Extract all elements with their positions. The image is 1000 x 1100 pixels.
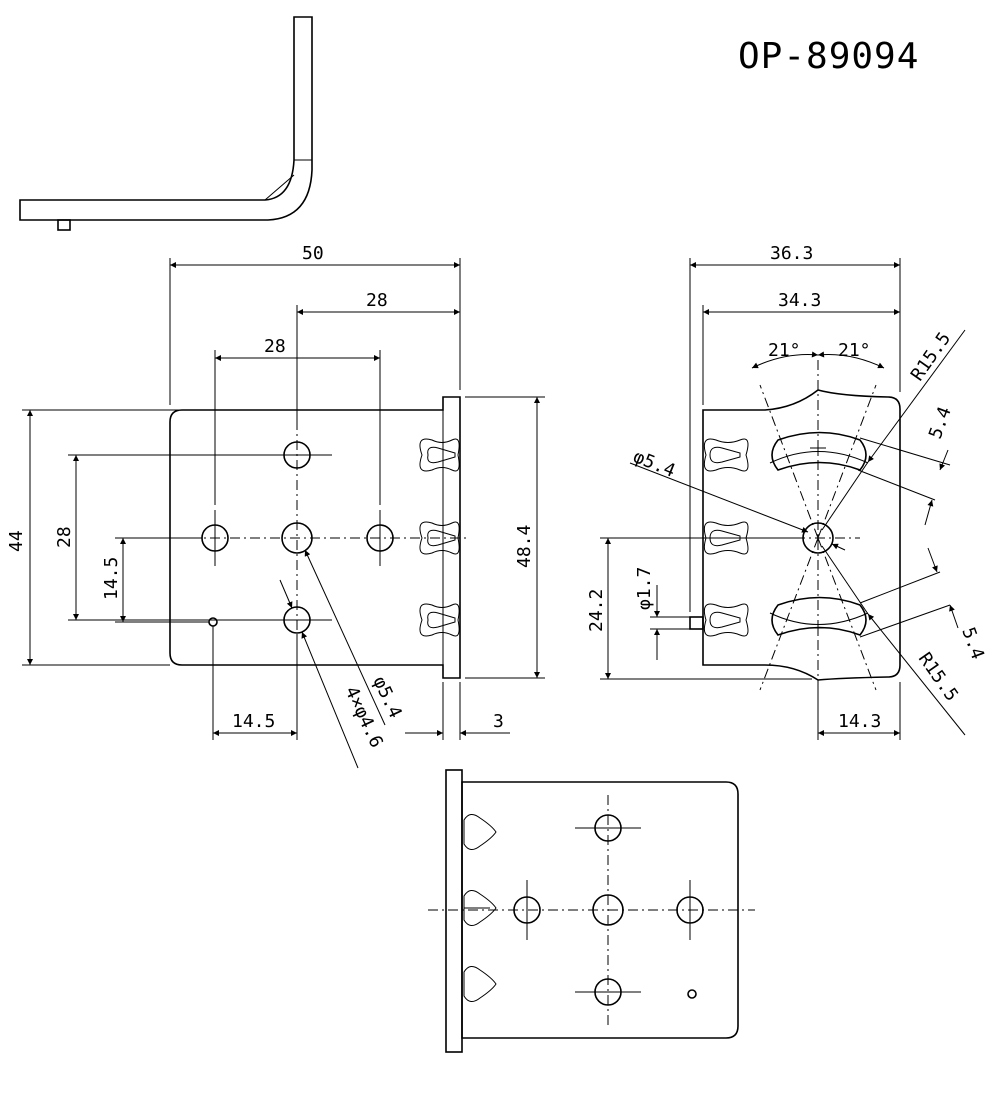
dim-3: 3: [493, 711, 504, 732]
dim-side-hole: φ5.4: [630, 446, 678, 482]
dim-angle-left: 21°: [768, 340, 801, 361]
dim-24-2: 24.2: [586, 589, 607, 632]
dim-14-5-horiz: 14.5: [232, 711, 275, 732]
top-view-profile: [19, 16, 313, 231]
dim-side-pin: φ1.7: [634, 567, 655, 610]
dim-radius-bottom: R15.5: [914, 649, 962, 705]
dim-50: 50: [302, 243, 324, 264]
bottom-view: [428, 769, 755, 1053]
side-dimensions: 36.3 34.3 21° 21° R15.5 5.4 φ5.4 φ1.7: [586, 243, 988, 740]
dim-28-vert: 28: [54, 526, 75, 548]
slot-top: [771, 431, 867, 471]
dim-28-top: 28: [366, 290, 388, 311]
dim-slot-top: 5.4: [925, 404, 956, 442]
front-small-hole: [208, 617, 218, 627]
dim-44: 44: [6, 530, 27, 552]
slot-bottom: [771, 596, 867, 636]
dim-14-5-vert: 14.5: [101, 557, 122, 600]
bottom-small-hole: [687, 989, 697, 999]
side-view: [689, 360, 901, 700]
dim-36-3: 36.3: [770, 243, 813, 264]
dim-48-4: 48.4: [514, 525, 535, 568]
part-number: OP-89094: [738, 36, 919, 77]
front-dimensions: 50 28 28 44 28 14.5 48.4 14.5: [6, 243, 545, 769]
dim-34-3: 34.3: [778, 290, 821, 311]
dim-14-3: 14.3: [838, 711, 881, 732]
dim-slot-bottom: 5.4: [957, 625, 988, 663]
dim-28-mid: 28: [264, 336, 286, 357]
dim-angle-right: 21°: [838, 340, 871, 361]
